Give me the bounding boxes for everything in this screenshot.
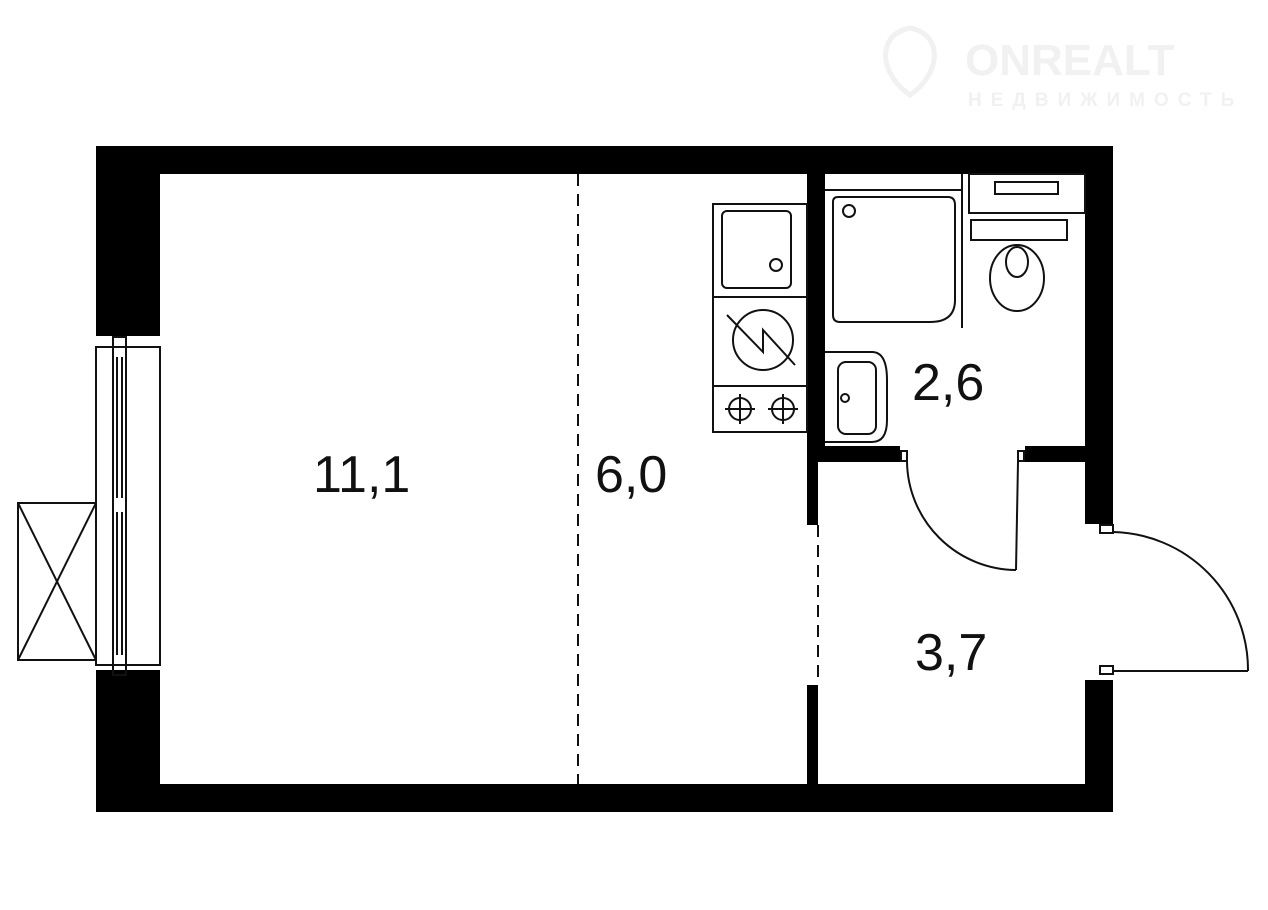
- walls: [96, 146, 1113, 812]
- washing-machine-icon: [968, 173, 1086, 214]
- bathroom-door[interactable]: [900, 450, 1025, 571]
- watermark-tagline: НЕДВИЖИМОСТЬ: [968, 90, 1243, 111]
- watermark-logo: ONREALT НЕДВИЖИМОСТЬ: [883, 25, 1243, 111]
- area-label-kitchen: 6,0: [595, 446, 667, 504]
- bathroom-fixtures: [825, 173, 1086, 443]
- stove-icon: [732, 309, 794, 371]
- sink-icon: [721, 210, 792, 289]
- balcony-unit: [17, 502, 97, 661]
- area-label-living: 11,1: [313, 446, 410, 504]
- kitchen-counter: [712, 203, 808, 433]
- burner-icon: [768, 394, 798, 424]
- entrance-door[interactable]: [1099, 524, 1250, 675]
- watermark-brand: ONREALT: [965, 36, 1175, 85]
- toilet-tank: [970, 219, 1068, 241]
- washbasin-icon: [825, 351, 888, 443]
- burner-icon: [725, 394, 755, 424]
- toilet-icon: [989, 244, 1045, 312]
- shower-tray-icon: [832, 196, 956, 323]
- area-label-bathroom: 2,6: [912, 354, 984, 412]
- window: [95, 336, 161, 676]
- area-label-hallway: 3,7: [915, 624, 987, 682]
